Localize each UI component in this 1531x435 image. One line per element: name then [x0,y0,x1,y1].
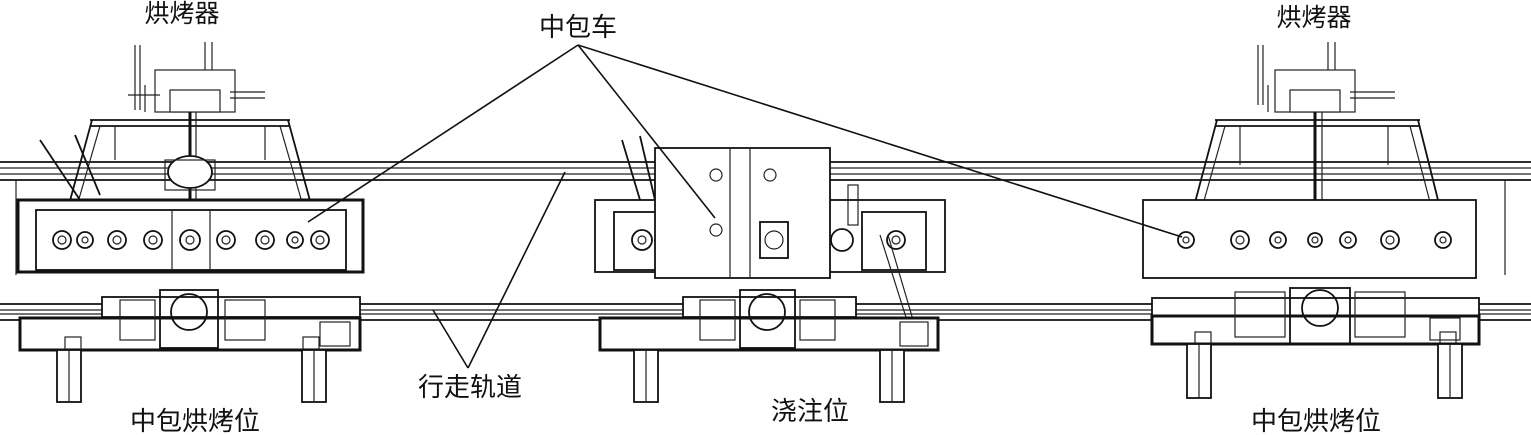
label-bake-right: 中包烘烤位 [1251,407,1381,435]
label-bake-left: 中包烘烤位 [130,407,260,435]
pouring-station [594,135,946,403]
tundish-car-left [18,289,362,403]
label-heater-right: 烘烤器 [1276,3,1351,32]
leader-lines [307,44,1183,369]
label-heater-left: 烘烤器 [144,0,219,28]
labels: 烘烤器 烘烤器 中包车 行走轨道 中包烘烤位 浇注位 中包烘烤位 [130,0,1381,435]
tundish-car-right [1150,287,1481,399]
burners-right [1177,230,1452,250]
left-bake-station [16,42,365,403]
label-walking-track: 行走轨道 [418,373,522,403]
right-bake-station [1142,42,1481,399]
label-pouring: 浇注位 [771,397,849,427]
heater-right-piping [1257,42,1395,113]
tundish-car-middle [598,289,940,403]
burners-left [52,229,330,251]
heater-left-piping [128,42,265,113]
label-tundish-car: 中包车 [539,13,617,43]
